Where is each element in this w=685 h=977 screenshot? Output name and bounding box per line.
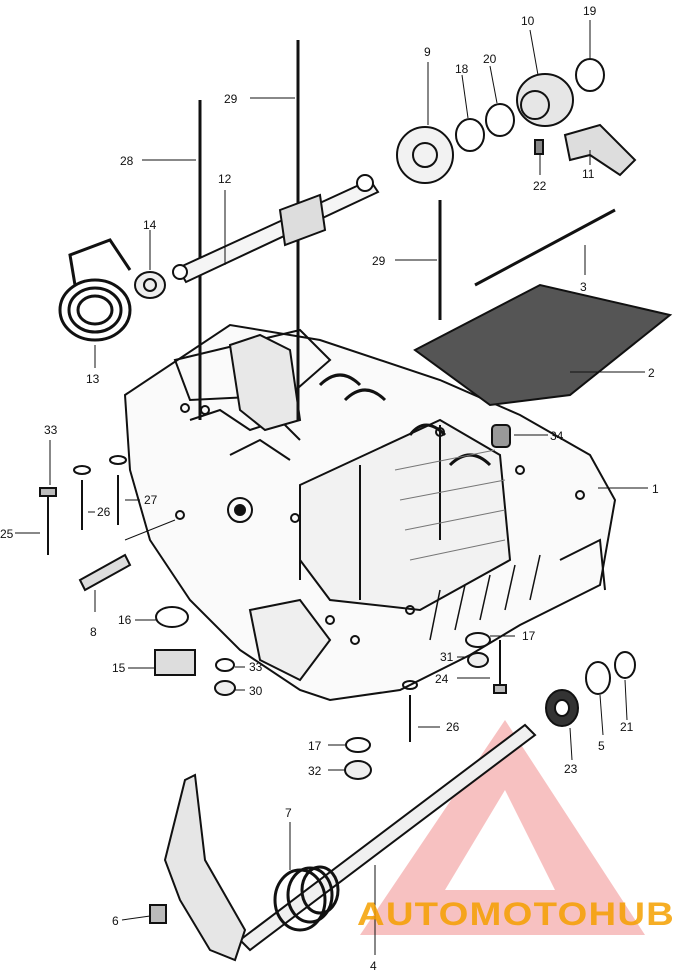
callout-21: 21	[620, 720, 634, 734]
clamp-11	[563, 123, 637, 177]
bolt-26-left	[73, 465, 91, 530]
callout-10: 10	[521, 14, 535, 28]
collar-14	[134, 271, 166, 299]
callout-23: 23	[564, 762, 578, 776]
callout-34: 34	[550, 429, 564, 443]
callout-15: 15	[112, 661, 126, 675]
callout-5: 5	[598, 739, 605, 753]
washer-5	[585, 661, 611, 695]
circlip-19	[575, 58, 605, 92]
callout-18: 18	[455, 62, 469, 76]
bolt-26-bottom	[402, 680, 418, 742]
circlip-18	[455, 118, 485, 152]
crankcase	[123, 323, 617, 702]
callout-26b: 26	[446, 720, 460, 734]
watermark-triangle	[360, 720, 645, 935]
nut-32	[344, 760, 372, 780]
callout-11: 11	[582, 167, 595, 181]
leader-lines	[15, 20, 648, 955]
callout-30: 30	[249, 684, 263, 698]
callout-8: 8	[90, 625, 97, 639]
bolt-8	[78, 553, 132, 592]
callout-25: 25	[0, 527, 14, 541]
callout-3: 3	[580, 280, 587, 294]
washer-17-bottom	[345, 737, 371, 753]
callout-12: 12	[218, 172, 232, 186]
watermark-logo: AUTOMOTOHUB	[357, 896, 675, 932]
sprocket-9	[396, 126, 454, 184]
bolt-25	[39, 487, 57, 555]
bearing-10	[516, 73, 574, 127]
rod-3	[474, 208, 616, 287]
callout-33b: 33	[249, 660, 263, 674]
spring-13	[58, 238, 132, 342]
bolt-24	[493, 640, 507, 694]
collar-34	[491, 424, 511, 448]
plate-2	[413, 283, 673, 407]
drain-plug-15	[154, 649, 196, 676]
callout-16: 16	[118, 613, 132, 627]
callout-29a: 29	[224, 92, 238, 106]
shift-arm	[163, 773, 247, 962]
callout-26a: 26	[97, 505, 111, 519]
callout-17a: 17	[522, 629, 536, 643]
callout-27: 27	[144, 493, 158, 507]
washer-17-right	[465, 632, 491, 648]
shift-shaft-4	[238, 723, 537, 952]
callout-labels: 1 2 3 4 5 6 7 8 9 10 11 12 13 14 15 16 1…	[0, 4, 659, 973]
nut-30	[214, 680, 236, 696]
callout-22: 22	[533, 179, 547, 193]
washer-16	[155, 606, 189, 628]
watermark-logo-text: AUTOMOTOHUB	[357, 896, 675, 932]
callout-19: 19	[583, 4, 597, 18]
callout-33a: 33	[44, 423, 58, 437]
callout-2: 2	[648, 366, 655, 380]
callout-1: 1	[652, 482, 659, 496]
callout-28: 28	[120, 154, 134, 168]
callout-31: 31	[440, 650, 454, 664]
callout-24: 24	[435, 672, 449, 686]
callout-20: 20	[483, 52, 497, 66]
bolt-27	[109, 455, 127, 525]
callout-14: 14	[143, 218, 157, 232]
pin-22	[534, 139, 544, 155]
circlip-20	[485, 103, 515, 137]
nut-31	[467, 652, 489, 668]
callout-32: 32	[308, 764, 322, 778]
bearing-23	[545, 689, 579, 727]
return-spring-7	[273, 865, 340, 932]
callout-29b: 29	[372, 254, 386, 268]
circlip-21	[614, 651, 636, 679]
callout-13: 13	[86, 372, 100, 386]
callout-7: 7	[285, 806, 292, 820]
callout-6: 6	[112, 914, 119, 928]
callout-17b: 17	[308, 739, 322, 753]
spring-6	[149, 904, 167, 924]
washer-33	[215, 658, 235, 672]
callout-9: 9	[424, 45, 431, 59]
callout-4: 4	[370, 959, 377, 973]
mainshaft-12	[172, 174, 380, 284]
